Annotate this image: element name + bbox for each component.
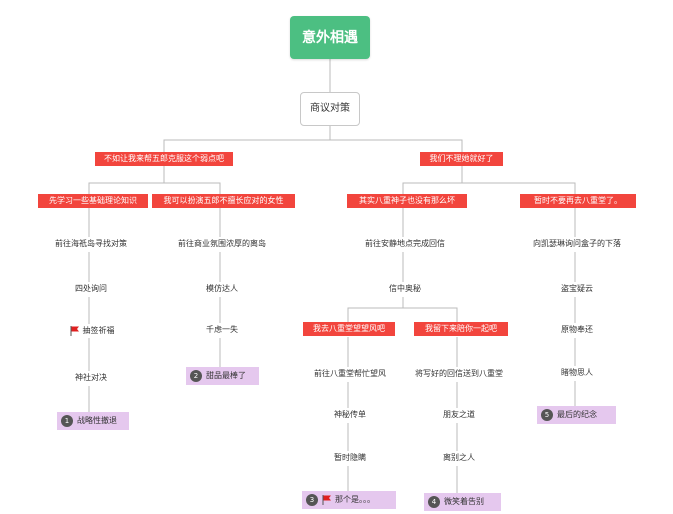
choice-node-left[interactable]: 不如让我来帮五郎克服这个弱点吧 xyxy=(95,152,233,166)
step-node[interactable]: 神秘传单 xyxy=(328,409,372,421)
ending-node[interactable]: 1 战略性撤退 xyxy=(57,412,129,430)
step-node[interactable]: 原物奉还 xyxy=(555,324,599,336)
step-node[interactable]: 信中奥秘 xyxy=(383,283,427,295)
step-node[interactable]: 千虑一失 xyxy=(200,324,244,336)
choice-node-stay[interactable]: 我留下来陪你一起吧 xyxy=(414,322,508,336)
step-node[interactable]: 前往安静地点完成回信 xyxy=(356,238,454,250)
choice-node-lookout[interactable]: 我去八重堂望望风吧 xyxy=(303,322,395,336)
step-node[interactable]: 向凯瑟琳询问盒子的下落 xyxy=(521,238,633,250)
ending-number-badge: 5 xyxy=(541,409,553,421)
ending-number-badge: 4 xyxy=(428,496,440,508)
step-node[interactable]: 将写好的回信送到八重堂 xyxy=(404,368,514,380)
choice-node-yae[interactable]: 其实八重神子也没有那么坏 xyxy=(347,194,467,208)
step-node[interactable]: 前往商业氛围浓厚的离岛 xyxy=(167,238,277,250)
ending-node[interactable]: 4 微笑着告别 xyxy=(424,493,501,511)
ending-node[interactable]: 3 那个是。。。 xyxy=(302,491,396,509)
root-node[interactable]: 意外相遇 xyxy=(290,16,370,59)
choice-node-avoid[interactable]: 暂时不要再去八重堂了。 xyxy=(520,194,636,208)
step-node[interactable]: 前往八重堂帮忙望风 xyxy=(305,368,395,380)
step-node[interactable]: 抽签祈福 xyxy=(63,325,121,337)
ending-node[interactable]: 5 最后的纪念 xyxy=(537,406,616,424)
choice-node-roleplay[interactable]: 我可以扮演五郎不擅长应对的女性 xyxy=(152,194,295,208)
center-node[interactable]: 商议对策 xyxy=(300,92,360,126)
root-label: 意外相遇 xyxy=(302,29,358,46)
step-node[interactable]: 离别之人 xyxy=(437,452,481,464)
step-node[interactable]: 四处询问 xyxy=(68,283,114,295)
ending-number-badge: 2 xyxy=(190,370,202,382)
ending-node[interactable]: 2 甜品最棒了 xyxy=(186,367,259,385)
step-node[interactable]: 睹物思人 xyxy=(555,367,599,379)
flag-icon xyxy=(70,326,79,336)
choice-node-right[interactable]: 我们不理她就好了 xyxy=(420,152,503,166)
flag-icon xyxy=(322,495,331,505)
center-label: 商议对策 xyxy=(310,103,350,114)
step-node[interactable]: 模仿达人 xyxy=(200,283,244,295)
choice-node-study[interactable]: 先学习一些基础理论知识 xyxy=(38,194,148,208)
step-node[interactable]: 朋友之道 xyxy=(437,409,481,421)
step-node[interactable]: 暂时隐瞒 xyxy=(328,452,372,464)
ending-number-badge: 3 xyxy=(306,494,318,506)
step-node[interactable]: 前往海祇岛寻找对策 xyxy=(40,238,142,250)
ending-number-badge: 1 xyxy=(61,415,73,427)
step-node[interactable]: 神社对决 xyxy=(67,372,115,384)
step-node[interactable]: 盗宝疑云 xyxy=(555,283,599,295)
